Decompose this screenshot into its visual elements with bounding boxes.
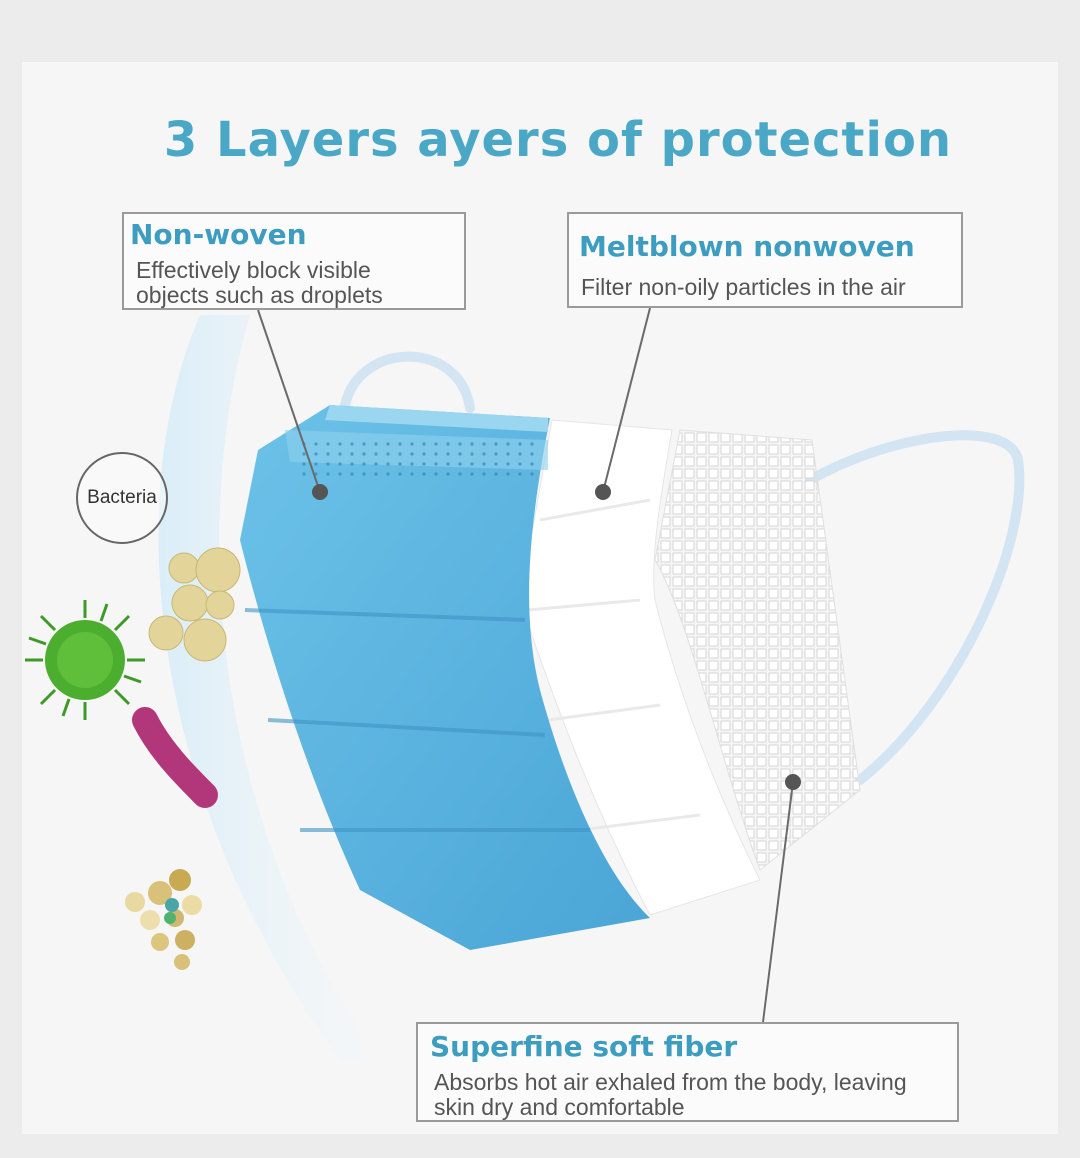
callout-heading: Superfine soft fiber <box>430 1030 738 1063</box>
mixed-bacteria-icon <box>125 869 202 970</box>
bacteria-label: Bacteria <box>76 452 168 544</box>
shield-arc <box>158 315 380 1060</box>
callout-meltblown: Meltblown nonwoven Filter non-oily parti… <box>567 212 963 308</box>
callout-description: Effectively block visible objects such a… <box>136 257 383 308</box>
callout-superfine: Superfine soft fiber Absorbs hot air exh… <box>416 1022 959 1122</box>
callout-non-woven: Non-woven Effectively block visible obje… <box>122 212 466 310</box>
callout-heading: Meltblown nonwoven <box>579 230 915 263</box>
ear-loop-right <box>805 430 1025 785</box>
callout-heading: Non-woven <box>130 218 307 251</box>
ear-loop-top <box>340 351 475 413</box>
inner-layer <box>654 429 861 871</box>
callout-description: Filter non-oily particles in the air <box>581 274 906 300</box>
callout-description: Absorbs hot air exhaled from the body, l… <box>434 1069 907 1120</box>
virus-icon <box>25 600 145 720</box>
bacteria-cluster-icon <box>148 547 241 662</box>
rod-bacteria-icon <box>132 707 218 808</box>
outer-layer <box>240 405 650 950</box>
page-title: 3 Layers ayers of protection <box>163 112 953 168</box>
middle-layer <box>519 419 761 916</box>
